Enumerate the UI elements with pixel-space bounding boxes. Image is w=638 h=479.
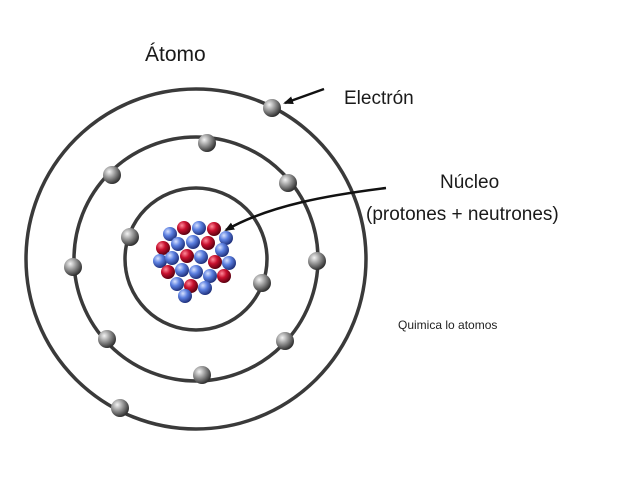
electron — [98, 330, 116, 348]
electron — [193, 366, 211, 384]
neutron — [219, 231, 233, 245]
nucleus-label: Núcleo — [440, 172, 499, 193]
electron — [121, 228, 139, 246]
neutron — [175, 263, 189, 277]
proton — [161, 265, 175, 279]
electron — [253, 274, 271, 292]
neutron — [170, 277, 184, 291]
electron-arrow — [283, 87, 325, 105]
electron — [263, 99, 281, 117]
diagram-title: Átomo — [145, 43, 206, 66]
neutron — [178, 289, 192, 303]
electron — [276, 332, 294, 350]
neutron — [189, 265, 203, 279]
electron-label: Electrón — [344, 88, 414, 109]
neutron — [215, 243, 229, 257]
electron — [308, 252, 326, 270]
neutron — [153, 254, 167, 268]
neutron — [165, 251, 179, 265]
proton — [177, 221, 191, 235]
neutron — [198, 281, 212, 295]
proton — [180, 249, 194, 263]
pointer-arrows — [224, 87, 387, 232]
nucleus-detail-label: (protones + neutrones) — [366, 204, 559, 225]
electrons — [64, 99, 326, 417]
proton — [217, 269, 231, 283]
neutron — [203, 269, 217, 283]
electron — [111, 399, 129, 417]
neutron — [194, 250, 208, 264]
proton — [207, 222, 221, 236]
proton — [208, 255, 222, 269]
electron — [64, 258, 82, 276]
nucleus — [153, 221, 236, 303]
neutron — [163, 227, 177, 241]
neutron — [192, 221, 206, 235]
neutron — [171, 237, 185, 251]
neutron — [186, 235, 200, 249]
electron — [103, 166, 121, 184]
inner-orbit — [123, 186, 269, 332]
nucleus-arrow — [224, 186, 387, 232]
neutron — [222, 256, 236, 270]
caption: Quimica lo atomos — [398, 318, 498, 332]
outer-orbit — [24, 87, 368, 431]
electron — [279, 174, 297, 192]
proton — [201, 236, 215, 250]
electron — [198, 134, 216, 152]
proton — [156, 241, 170, 255]
